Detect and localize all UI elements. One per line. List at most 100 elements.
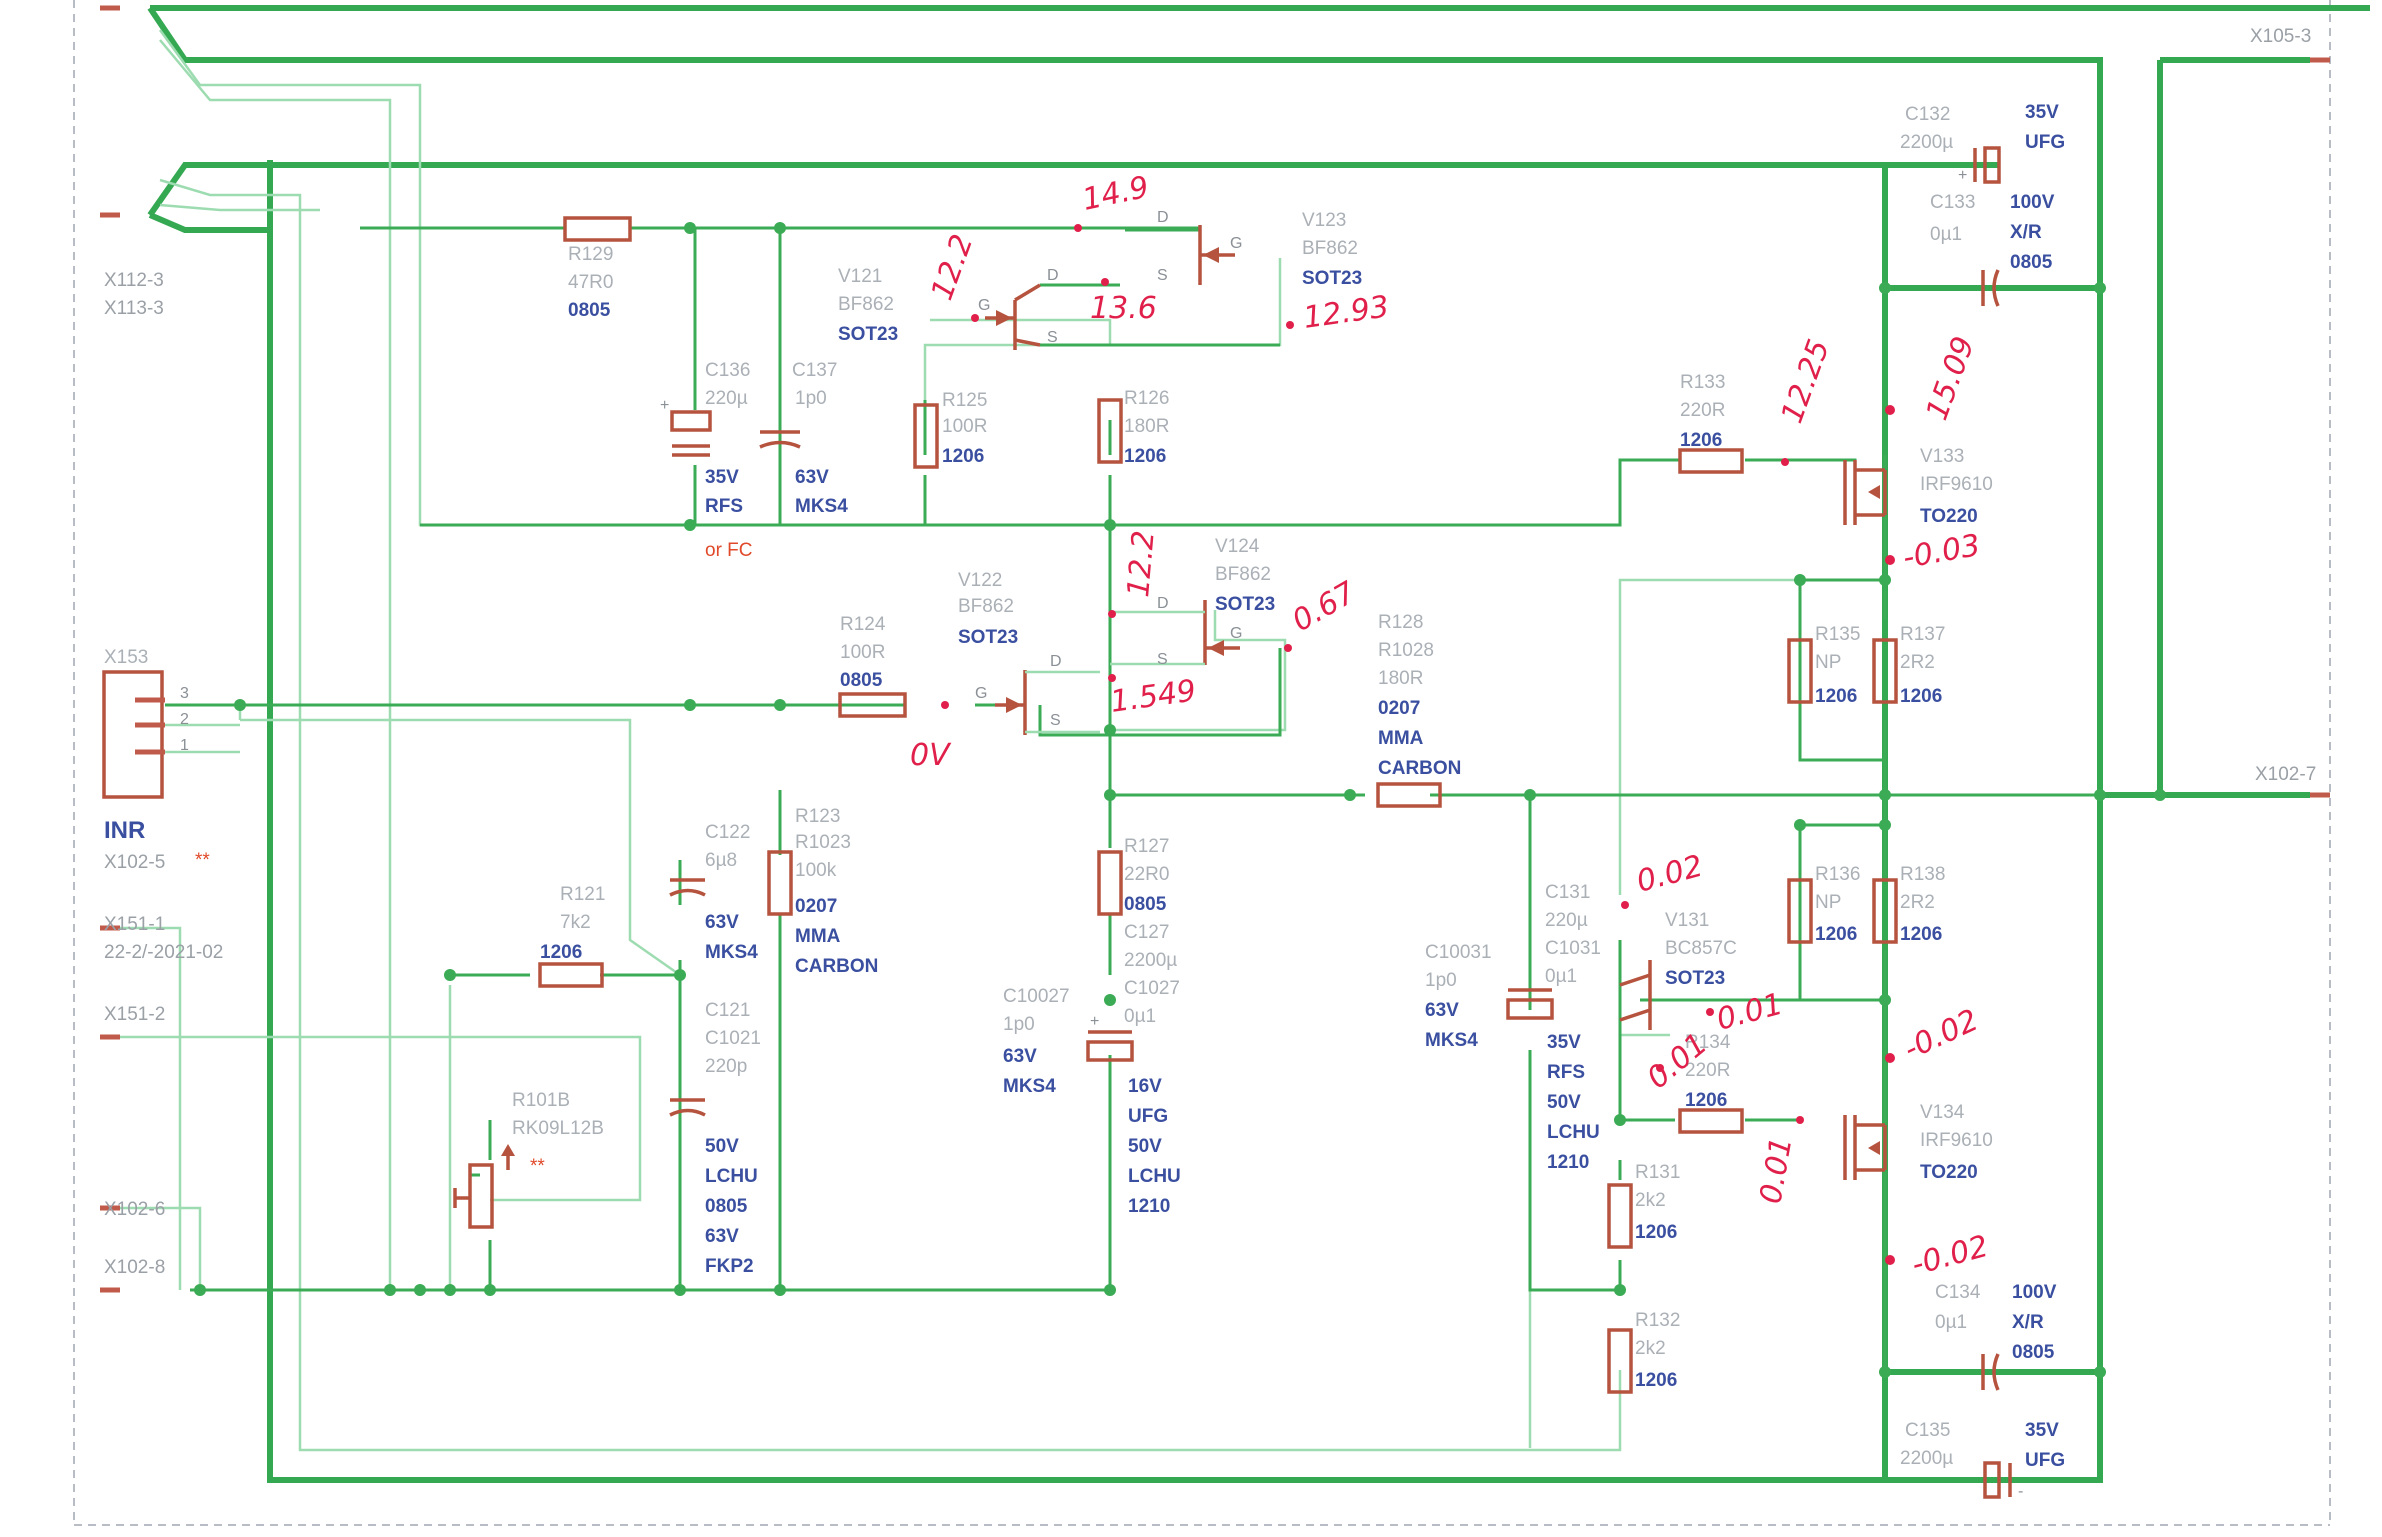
v133-spec: TO220 <box>1920 506 1978 527</box>
r125-val: 100R <box>942 416 987 437</box>
v121-pin-d: D <box>1047 267 1059 284</box>
r123-val: 100k <box>795 860 837 881</box>
c133-spec3: 0805 <box>2010 252 2053 273</box>
c121-spec3: 0805 <box>705 1196 748 1217</box>
measure-0-67: 0.67 <box>1287 575 1362 639</box>
net-x151-1: X151-1 <box>104 914 165 935</box>
c10027-val: 1p0 <box>1003 1014 1035 1035</box>
capacitor-c136: + C136 220µ 35V RFS or FC <box>660 360 753 561</box>
c121-spec2: LCHU <box>705 1166 758 1187</box>
c136-spec2: RFS <box>705 496 743 517</box>
c127-val: 2200µ <box>1124 950 1177 971</box>
r133-ref: R133 <box>1680 372 1725 393</box>
resistor-r138: R138 2R2 1206 <box>1872 864 1945 945</box>
v122-pin-d: D <box>1050 653 1062 670</box>
c121-ref: C121 <box>705 1000 750 1021</box>
measure-14-9: 14.9 <box>1079 170 1152 218</box>
connector-ref: X153 <box>104 647 148 668</box>
c132-spec1: 35V <box>2025 102 2059 123</box>
r124-ref: R124 <box>840 614 886 635</box>
r136-ref: R136 <box>1815 864 1860 885</box>
measure-12-2-top: 12.2 <box>925 230 981 305</box>
c127-spec1: 16V <box>1128 1076 1162 1097</box>
c137-val: 1p0 <box>795 388 827 409</box>
r138-val: 2R2 <box>1900 892 1935 913</box>
c134-spec3: 0805 <box>2012 1342 2055 1363</box>
v121-spec: SOT23 <box>838 324 898 345</box>
r133-spec: 1206 <box>1680 430 1722 451</box>
v121-val: BF862 <box>838 294 894 315</box>
c131-spec5: 1210 <box>1547 1152 1589 1173</box>
net-x105-3: X105-3 <box>2250 26 2311 47</box>
net-labels: X105-3 X112-3 X113-3 X102-7 X102-5 ** X1… <box>104 26 2316 1278</box>
r123-spec1: 0207 <box>795 896 837 917</box>
c127-ref: C127 <box>1124 922 1169 943</box>
v121-pin-g: G <box>978 297 990 314</box>
v131-val: BC857C <box>1665 938 1737 959</box>
v124-spec: SOT23 <box>1215 594 1275 615</box>
c133-spec2: X/R <box>2010 222 2042 243</box>
r123-spec2: MMA <box>795 926 841 947</box>
resistor-r131: R131 2k2 1206 <box>1607 1162 1680 1249</box>
c127-spec5: 1210 <box>1128 1196 1170 1217</box>
c133-ref: C133 <box>1930 192 1975 213</box>
measure-12-93: 12.93 <box>1301 289 1391 336</box>
r134-val: 220R <box>1685 1060 1730 1081</box>
v134-ref: V134 <box>1920 1102 1965 1123</box>
capacitor-c122: C122 6µ8 63V MKS4 <box>669 822 758 963</box>
v123-pin-s: S <box>1157 267 1168 284</box>
c121-spec5: FKP2 <box>705 1256 754 1277</box>
connector-pin-1: 1 <box>180 737 189 754</box>
v124-pin-g: G <box>1230 625 1242 642</box>
r125-spec: 1206 <box>942 446 984 467</box>
r121-val: 7k2 <box>560 912 591 933</box>
capacitor-c131: C131 220µ C1031 0µ1 35V RFS 50V LCHU 121… <box>1506 882 1601 1173</box>
c10031-ref: C10031 <box>1425 942 1492 963</box>
c134-ref: C134 <box>1935 1282 1981 1303</box>
measure-13-6: 13.6 <box>1090 291 1157 326</box>
c132-spec2: UFG <box>2025 132 2065 153</box>
v133-val: IRF9610 <box>1920 474 1993 495</box>
r131-spec: 1206 <box>1635 1222 1677 1243</box>
resistor-r124: R124 100R 0805 <box>838 614 907 718</box>
r135-val: NP <box>1815 652 1841 673</box>
net-terminals <box>100 5 2330 1293</box>
c10027-ref: C10027 <box>1003 986 1070 1007</box>
c134-val: 0µ1 <box>1935 1312 1967 1333</box>
capacitor-c133: C133 0µ1 100V X/R 0805 <box>1930 192 2055 307</box>
r127-val: 22R0 <box>1124 864 1169 885</box>
r126-spec: 1206 <box>1124 446 1166 467</box>
c136-spec1: 35V <box>705 467 739 488</box>
c134-spec2: X/R <box>2012 1312 2044 1333</box>
v131-spec: SOT23 <box>1665 968 1725 989</box>
net-x102-8: X102-8 <box>104 1257 165 1278</box>
r132-ref: R132 <box>1635 1310 1680 1331</box>
c136-val: 220µ <box>705 388 748 409</box>
v121-pin-s: S <box>1047 329 1058 346</box>
r127-spec: 0805 <box>1124 894 1167 915</box>
r129-spec: 0805 <box>568 300 611 321</box>
capacitor-c135: - C135 2200µ 35V UFG <box>1900 1420 2065 1500</box>
r121-ref: R121 <box>560 884 605 905</box>
r136-val: NP <box>1815 892 1841 913</box>
c133-spec1: 100V <box>2010 192 2055 213</box>
c10031-val: 1p0 <box>1425 970 1457 991</box>
v122-pin-s: S <box>1050 712 1061 729</box>
measure-15-09: 15.09 <box>1920 332 1982 425</box>
v122-ref: V122 <box>958 570 1002 591</box>
c127-spec2: UFG <box>1128 1106 1168 1127</box>
v134-spec: TO220 <box>1920 1162 1978 1183</box>
r129-val: 47R0 <box>568 272 613 293</box>
r128-spec3: CARBON <box>1378 758 1461 779</box>
connector-pin-3: 3 <box>180 685 189 702</box>
c135-spec2: UFG <box>2025 1450 2065 1471</box>
measure-12-25: 12.25 <box>1775 335 1837 428</box>
capacitor-c121: C121 C1021 220p 50V LCHU 0805 63V FKP2 <box>669 1000 761 1277</box>
measure-0-01-c: 0.01 <box>1753 1135 1799 1207</box>
r126-val: 180R <box>1124 416 1169 437</box>
junction-dots <box>194 222 2166 1378</box>
c136-ref: C136 <box>705 360 750 381</box>
capacitor-c10027: C10027 1p0 63V MKS4 <box>1003 986 1070 1097</box>
c122-val: 6µ8 <box>705 850 737 871</box>
